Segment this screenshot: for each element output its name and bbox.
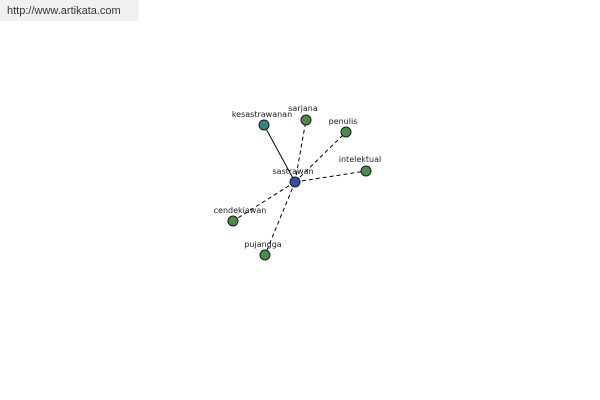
edge-intelektual	[294, 170, 367, 183]
node-dot-pujangga[interactable]	[259, 249, 271, 261]
node-penulis[interactable]: penulis	[329, 117, 358, 138]
site-url[interactable]: http://www.artikata.com	[7, 5, 121, 17]
node-kesastrawanan[interactable]: kesastrawanan	[232, 110, 292, 131]
node-center-sastrawan[interactable]: sastrawan	[272, 167, 314, 188]
node-dot-sarjana[interactable]	[300, 114, 312, 126]
node-dot-intelektual[interactable]	[360, 165, 372, 177]
node-dot-cendekiawan[interactable]	[227, 215, 239, 227]
node-dot-kesastrawanan[interactable]	[258, 119, 270, 131]
watermark-bar: http://www.artikata.com	[0, 0, 139, 21]
edge-penulis	[294, 131, 347, 183]
edge-pujangga	[264, 181, 296, 256]
edge-sarjana	[294, 119, 307, 183]
node-label-pujangga[interactable]: pujangga	[244, 240, 282, 249]
node-pujangga[interactable]: pujangga	[244, 240, 282, 261]
node-label-sarjana[interactable]: sarjana	[288, 104, 318, 113]
node-cendekiawan[interactable]: cendekiawan	[214, 206, 267, 227]
edge-cendekiawan	[232, 181, 296, 222]
node-label-intelektual[interactable]: intelektual	[339, 155, 381, 164]
graph-edges	[232, 119, 367, 256]
edge-kesastrawanan	[263, 124, 296, 183]
node-label-penulis[interactable]: penulis	[329, 117, 358, 126]
node-label-cendekiawan[interactable]: cendekiawan	[214, 206, 267, 215]
node-dot-center-sastrawan[interactable]	[289, 176, 301, 188]
node-intelektual[interactable]: intelektual	[339, 155, 381, 177]
node-sarjana[interactable]: sarjana	[288, 104, 318, 126]
node-label-kesastrawanan[interactable]: kesastrawanan	[232, 110, 292, 119]
node-label-center-sastrawan[interactable]: sastrawan	[272, 167, 313, 176]
node-dot-penulis[interactable]	[340, 126, 352, 138]
